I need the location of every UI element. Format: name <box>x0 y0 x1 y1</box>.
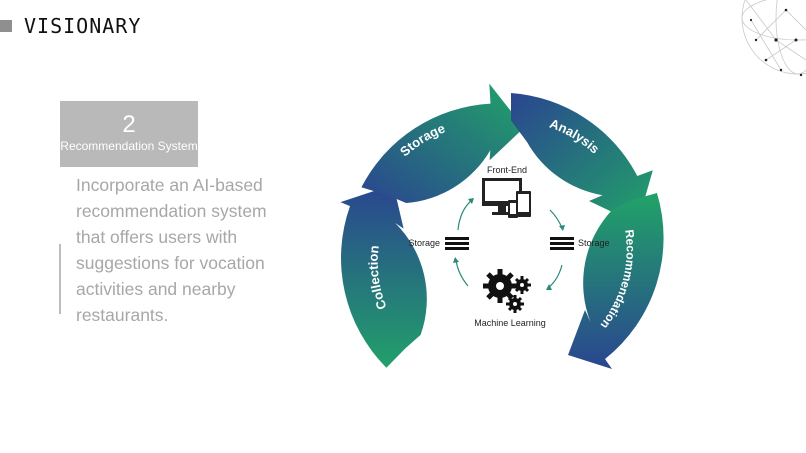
arrow-head-icon <box>453 257 459 263</box>
globe-wireframe-decoration <box>741 0 806 77</box>
recommendation-arrow <box>568 193 664 369</box>
machine-learning-label: Machine Learning <box>474 318 546 328</box>
storage-right-label: Storage <box>578 238 610 248</box>
page-title: VISIONARY <box>24 14 142 38</box>
description-text: Incorporate an AI-based recommendation s… <box>76 175 267 325</box>
feature-card: 2 Recommendation System <box>60 101 198 167</box>
storage-left-icon <box>445 237 469 250</box>
accent-bar <box>59 244 61 314</box>
gears-icon <box>483 269 531 313</box>
arrow-head-icon <box>559 225 565 231</box>
data-cycle-diagram: Storage Analysis Recommendation Collecti… <box>340 83 664 369</box>
storage-arrow <box>361 83 524 203</box>
storage-left-label: Storage <box>408 238 440 248</box>
card-number: 2 <box>122 111 136 138</box>
front-end-label: Front-End <box>487 165 527 175</box>
collection-arrow <box>340 184 427 368</box>
analysis-arrow <box>511 93 653 224</box>
arrow-head-icon <box>468 198 474 204</box>
arrow-head-icon <box>546 284 552 290</box>
storage-right-icon <box>550 237 574 250</box>
header-marker <box>0 20 12 32</box>
card-title: Recommendation System <box>60 139 198 153</box>
devices-icon <box>482 178 531 218</box>
